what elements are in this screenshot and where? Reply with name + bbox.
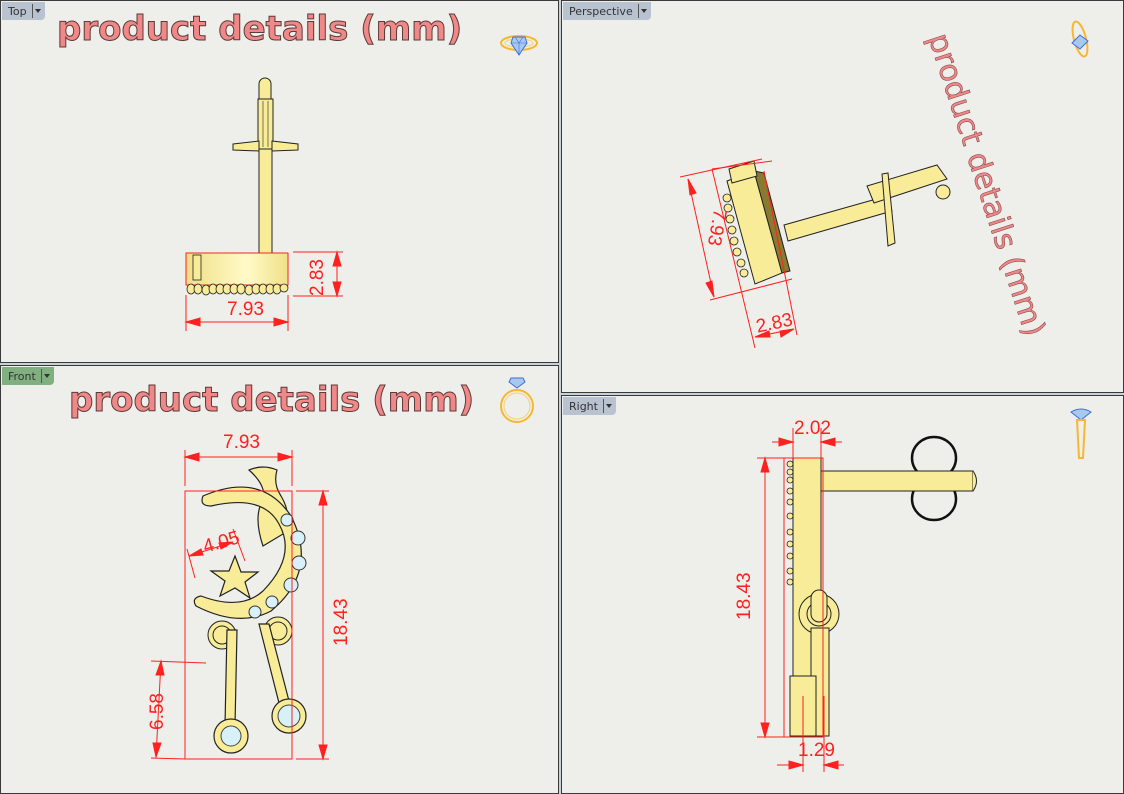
viewport-tab-top[interactable]: Top: [2, 2, 45, 20]
watermark-text: product details (mm): [56, 9, 463, 50]
ring-side-view-icon: [1070, 408, 1092, 459]
dimension-width: 7.93: [227, 299, 264, 320]
viewport-right[interactable]: Right: [561, 395, 1124, 794]
ring-front-view-icon: [500, 377, 534, 423]
viewport-tab-right[interactable]: Right: [563, 397, 616, 415]
earring-perspective-drawing: [679, 20, 1089, 349]
ring-perspective-icon: [1071, 20, 1089, 58]
viewport-front[interactable]: Front product details (mm): [0, 365, 559, 794]
earring-front-drawing: [150, 377, 534, 761]
earring-side-drawing: [757, 408, 1092, 772]
viewport-tab-front[interactable]: Front: [2, 367, 54, 385]
dropdown-arrow-icon[interactable]: [40, 369, 52, 383]
dimension-height: 18.43: [331, 598, 352, 646]
dimension-bottom-depth: 1.29: [798, 740, 835, 761]
viewport-label: Right: [569, 399, 598, 413]
viewport-label: Top: [8, 4, 27, 18]
earring-top-drawing: [184, 35, 538, 331]
dimension-top-depth: 2.02: [794, 418, 831, 439]
dropdown-arrow-icon[interactable]: [31, 4, 43, 18]
viewport-label: Perspective: [569, 4, 633, 18]
dimension-height: 2.83: [307, 259, 328, 296]
dimension-height: 18.43: [734, 572, 755, 620]
ring-top-view-icon: [500, 35, 538, 56]
watermark-text: product details (mm): [68, 380, 475, 421]
dimension-width: 7.93: [223, 432, 260, 453]
viewport-tab-perspective[interactable]: Perspective: [563, 2, 651, 20]
viewport-perspective[interactable]: Perspective product details (mm): [561, 0, 1124, 393]
viewport-label: Front: [8, 369, 36, 383]
dropdown-arrow-icon[interactable]: [602, 399, 614, 413]
viewport-top[interactable]: Top product details (mm): [0, 0, 559, 363]
dropdown-arrow-icon[interactable]: [637, 4, 649, 18]
dimension-drop-length: 6.58: [147, 693, 168, 730]
